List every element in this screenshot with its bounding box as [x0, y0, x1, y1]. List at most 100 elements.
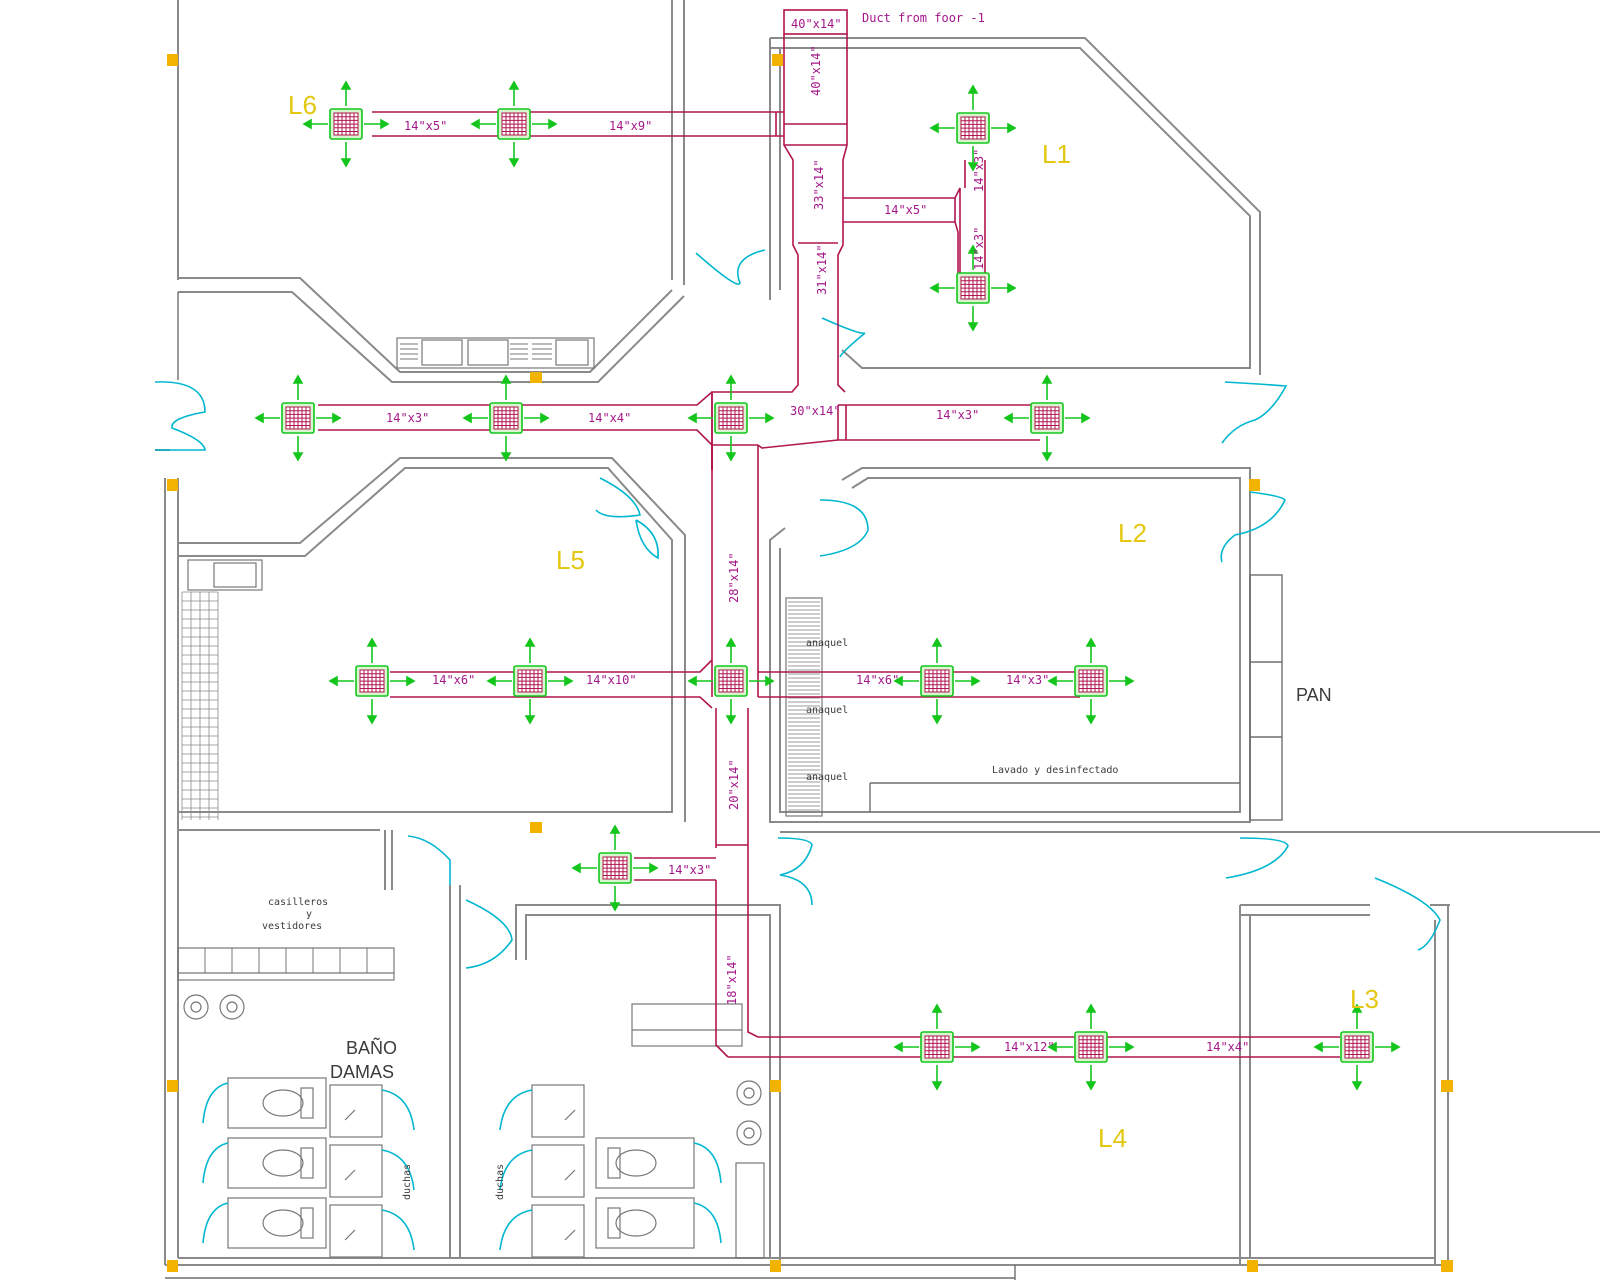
duct-label-l2-b: 14"x3" [1006, 673, 1049, 687]
diffuser [1313, 1003, 1401, 1091]
arrow-head [971, 675, 981, 687]
arrow-head [967, 244, 979, 254]
arrow-head [486, 675, 496, 687]
diffuser [328, 637, 416, 725]
arrow-head [406, 675, 416, 687]
anaquel-label-3: anaquel [806, 772, 848, 783]
diffuser [929, 244, 1017, 332]
arrow-head [470, 118, 480, 130]
arrow-head [564, 675, 574, 687]
fixtures [177, 337, 823, 1259]
arrow-head [971, 1041, 981, 1053]
arrow-head [571, 862, 581, 874]
arrow-head [1081, 412, 1091, 424]
arrow-head [1351, 1081, 1363, 1091]
toilet-bowl [615, 1149, 657, 1177]
arrow-head [332, 412, 342, 424]
room-label-pan: PAN [1296, 685, 1332, 705]
diffuser [486, 637, 574, 725]
toilet-stall [202, 1197, 327, 1249]
duct-label-20x14: 20"x14" [727, 759, 741, 810]
arrow-head [1085, 637, 1097, 647]
arrow-head [462, 412, 472, 424]
room-label-l5: L5 [556, 545, 585, 575]
arrow-head [380, 118, 390, 130]
stall-box [227, 1197, 327, 1249]
arrow-head [366, 715, 378, 725]
toilet-bowl [262, 1209, 304, 1237]
duct-label-l4-a: 14"x12" [1004, 1040, 1055, 1054]
arrow-head [1047, 675, 1057, 687]
arrow-head [1085, 1081, 1097, 1091]
arrow-head [1125, 675, 1135, 687]
duct-label-l4-b: 14"x4" [1206, 1040, 1249, 1054]
arrow-head [1085, 715, 1097, 725]
arrow-head [1007, 282, 1017, 294]
arrow-head [366, 637, 378, 647]
arrow-head [254, 412, 264, 424]
arrow-head [1047, 1041, 1057, 1053]
shower-stall [329, 1084, 383, 1138]
arrow-head [931, 637, 943, 647]
shower-head [344, 1169, 356, 1181]
stall-box [595, 1197, 695, 1249]
arrow-head [931, 715, 943, 725]
arrow-head [967, 322, 979, 332]
arrow-head [328, 675, 338, 687]
duct-label-l5-a: 14"x6" [432, 673, 475, 687]
stall-box [595, 1137, 695, 1189]
anaquel-label-2: anaquel [806, 705, 848, 716]
stall-door [693, 1142, 722, 1184]
shower-stall [531, 1204, 585, 1258]
shower-door [381, 1209, 415, 1251]
shower-door [499, 1209, 533, 1251]
arrow-head [967, 162, 979, 172]
diffuser [929, 84, 1017, 172]
toilet-stall [202, 1077, 327, 1129]
arrow-head [893, 1041, 903, 1053]
casilleros-label-2: y [306, 909, 312, 920]
arrow-head [725, 374, 737, 384]
stall-box [227, 1077, 327, 1129]
diffuser [1047, 1003, 1135, 1091]
shower-head [564, 1229, 576, 1241]
columns [167, 54, 1453, 1272]
arrow-head [548, 118, 558, 130]
walls [155, 0, 1600, 1280]
ductwork [318, 9, 1340, 1058]
arrow-head [500, 452, 512, 462]
duct-label-low-left: 14"x3" [668, 863, 711, 877]
duct-label-l6-a: 14"x5" [404, 119, 447, 133]
duct-label-mid-a: 14"x3" [386, 411, 429, 425]
shower-head [564, 1169, 576, 1181]
diffuser [254, 374, 342, 462]
room-label-l4: L4 [1098, 1123, 1127, 1153]
casilleros-label-1: casilleros [268, 897, 328, 908]
stall-door [693, 1202, 722, 1244]
stall-door [202, 1202, 229, 1244]
toilet-bowl [262, 1149, 304, 1177]
arrow-head [609, 824, 621, 834]
arrow-head [508, 80, 520, 90]
duct-label-mid-b: 14"x4" [588, 411, 631, 425]
casilleros-label-3: vestidores [262, 921, 322, 932]
diffuser [687, 374, 775, 462]
stall-door [202, 1142, 229, 1184]
arrow-head [1313, 1041, 1323, 1053]
shower-stall [531, 1144, 585, 1198]
arrow-head [765, 675, 775, 687]
shower-stall [531, 1084, 585, 1138]
shower-head [344, 1229, 356, 1241]
arrow-head [1007, 122, 1017, 134]
duct-label-l1-v2: 14"x3" [972, 227, 986, 270]
toilet-stall [595, 1137, 722, 1189]
diffuser [893, 637, 981, 725]
arrow-head [725, 715, 737, 725]
room-label-l2: L2 [1118, 518, 1147, 548]
arrow-head [524, 715, 536, 725]
shower-door [381, 1149, 415, 1191]
arrow-head [687, 675, 697, 687]
duct-label-40x14: 40"x14" [809, 45, 823, 96]
arrow-head [893, 675, 903, 687]
